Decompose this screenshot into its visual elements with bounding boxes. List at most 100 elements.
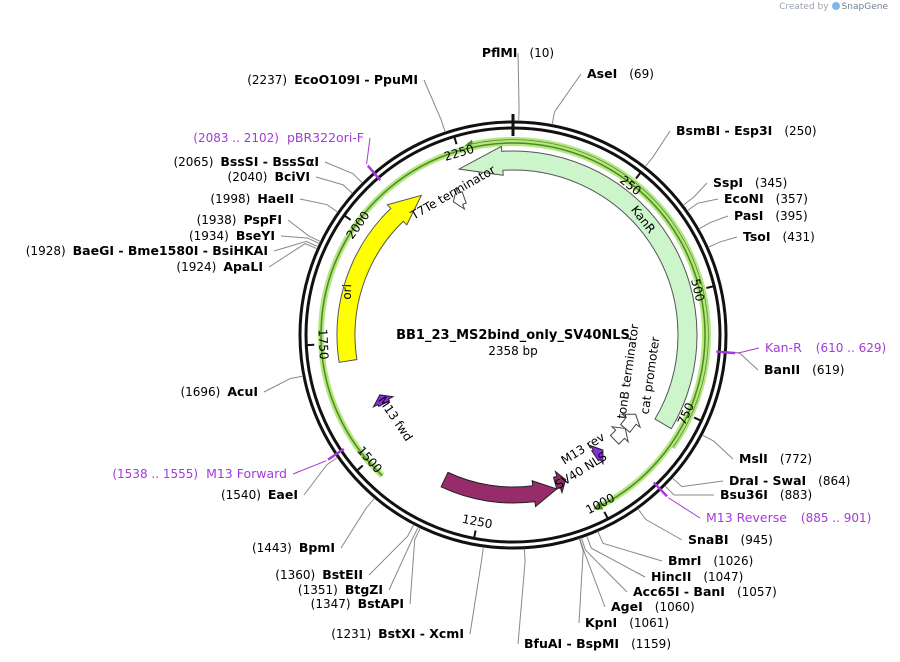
- primer-site[interactable]: (1538 .. 1555)M13 Forward: [112, 447, 345, 481]
- cat-promoter-arrow: [609, 426, 629, 445]
- site-name: MslI: [739, 451, 768, 466]
- site-label: (2237)EcoO109I - PpuMI: [247, 72, 418, 87]
- site-name: HaeII: [257, 191, 294, 206]
- primer-marker: [652, 481, 668, 498]
- site-position: (883): [780, 488, 812, 502]
- site-label: (1938)PspFI: [197, 212, 282, 227]
- site-position: (1057): [737, 585, 777, 599]
- restriction-site[interactable]: (1924)ApaLI: [176, 243, 318, 274]
- restriction-site[interactable]: AseI(69): [551, 66, 654, 125]
- site-label: Bsu36I(883): [720, 487, 812, 502]
- site-name: PspFI: [243, 212, 282, 227]
- site-name: DraI - SwaI: [729, 473, 806, 488]
- site-position: (1443): [252, 541, 292, 555]
- restriction-site[interactable]: (1443)BpmI: [252, 497, 375, 555]
- site-position: (1998): [210, 192, 250, 206]
- ruler-tick-1500: [355, 464, 364, 473]
- site-position: (395): [775, 209, 807, 223]
- site-name: BtgZI: [345, 582, 383, 597]
- site-label: AseI(69): [587, 66, 654, 81]
- primer-site[interactable]: M13 Reverse(885 .. 901): [652, 481, 872, 525]
- site-name: BssSI - BssSαI: [220, 154, 319, 169]
- site-name: BsmBI - Esp3I: [676, 123, 772, 138]
- restriction-site[interactable]: BanII(619): [726, 351, 844, 377]
- restriction-sites: PflMI(10) AseI(69) BsmBI - Esp3I(250) SspI(…: [26, 45, 851, 651]
- plasmid-length: 2358 bp: [488, 344, 538, 358]
- primer-marker: [327, 447, 345, 461]
- site-position: (772): [780, 452, 812, 466]
- site-name: AcuI: [227, 384, 258, 399]
- restriction-site[interactable]: EcoNI(357): [686, 191, 808, 212]
- site-position: (945): [741, 533, 773, 547]
- restriction-site[interactable]: PflMI(10): [482, 45, 554, 122]
- restriction-site[interactable]: (2237)EcoO109I - PpuMI: [247, 72, 446, 133]
- site-leader-line: [340, 497, 375, 549]
- site-position: (864): [818, 474, 850, 488]
- restriction-site[interactable]: (2040)BciVI: [228, 169, 353, 194]
- restriction-site[interactable]: BsmBI - Esp3I(250): [644, 123, 817, 168]
- primer-position: (610 .. 629): [816, 341, 886, 355]
- site-leader-line: [579, 538, 606, 608]
- restriction-site[interactable]: (1928)BaeGI - Bme1580I - BsiHKAI: [26, 240, 319, 258]
- restriction-site[interactable]: (1934)BseYI: [189, 228, 320, 245]
- primer-name: M13 Forward: [206, 466, 287, 481]
- site-leader-line: [517, 548, 526, 645]
- site-leader-line: [686, 198, 719, 212]
- site-name: TsoI: [743, 229, 771, 244]
- restriction-site[interactable]: Acc65I - BanI(1057): [580, 537, 777, 599]
- site-name: BstEII: [322, 567, 363, 582]
- site-position: (1060): [655, 600, 695, 614]
- site-position: (619): [812, 363, 844, 377]
- restriction-site[interactable]: PasI(395): [698, 208, 808, 230]
- restriction-site[interactable]: MslI (772): [701, 434, 812, 466]
- primer-position: (885 .. 901): [801, 511, 871, 525]
- site-label: TsoI (431): [743, 229, 815, 244]
- site-leader-line: [423, 79, 446, 133]
- credit-prefix: Created by: [779, 2, 829, 12]
- restriction-site[interactable]: HincII(1047): [586, 535, 744, 584]
- site-leader-line: [701, 434, 734, 460]
- restriction-site[interactable]: Bsu36I(883): [664, 485, 812, 502]
- site-leader-line: [664, 485, 715, 496]
- t7te-arrow: [452, 186, 467, 211]
- ruler-tick-label-1250: 1250: [461, 512, 494, 531]
- site-name: ApaLI: [223, 259, 263, 274]
- tonb-arrow: [619, 413, 642, 433]
- site-position: (1928): [26, 244, 66, 258]
- site-position: (1347): [311, 597, 351, 611]
- site-name: HincII: [651, 569, 691, 584]
- restriction-site[interactable]: KpnI(1061): [578, 538, 669, 630]
- restriction-site[interactable]: (1540)EaeI: [221, 456, 338, 502]
- primer-site[interactable]: Kan-R(610 .. 629): [716, 340, 886, 355]
- restriction-site[interactable]: (1231)BstXI - XcmI: [331, 546, 484, 641]
- restriction-site[interactable]: (1360)BstEII: [275, 524, 415, 582]
- restriction-site[interactable]: SnaBI(945): [637, 508, 773, 547]
- ruler-tick-2000: [342, 213, 352, 221]
- primer-site[interactable]: (2083 .. 2102)pBR322ori-F: [193, 130, 382, 181]
- site-leader-line: [578, 538, 584, 624]
- restriction-site[interactable]: SspI(345): [682, 175, 787, 206]
- ms2-label: MS2: [490, 503, 516, 517]
- primer-label: M13 Reverse(885 .. 901): [706, 510, 871, 525]
- restriction-site[interactable]: (1998) HaeII: [210, 191, 339, 213]
- restriction-site[interactable]: (1696)AcuI: [180, 375, 304, 399]
- site-leader-line: [469, 546, 484, 635]
- site-label: SspI(345): [713, 175, 787, 190]
- restriction-site[interactable]: AgeI(1060): [579, 538, 695, 614]
- m13-rev-arrow: [589, 444, 604, 466]
- site-position: (69): [629, 67, 654, 81]
- restriction-site[interactable]: BmrI(1026): [597, 531, 753, 568]
- site-label: SnaBI(945): [688, 532, 773, 547]
- restriction-site[interactable]: TsoI (431): [707, 229, 815, 248]
- restriction-site[interactable]: BfuAI - BspMI(1159): [517, 548, 671, 651]
- ori-arrow: [336, 194, 423, 363]
- ruler-tick-2250: [453, 135, 458, 145]
- restriction-site[interactable]: (1938)PspFI: [197, 212, 321, 243]
- restriction-site[interactable]: (1351)BtgZI: [298, 526, 419, 597]
- restriction-site[interactable]: DraI - SwaI (864): [671, 473, 850, 488]
- site-label: MslI (772): [739, 451, 812, 466]
- site-position: (431): [783, 230, 815, 244]
- restriction-site[interactable]: (2065)BssSI - BssSαI: [173, 154, 363, 184]
- restriction-site[interactable]: (1347)BstAPI: [311, 527, 421, 611]
